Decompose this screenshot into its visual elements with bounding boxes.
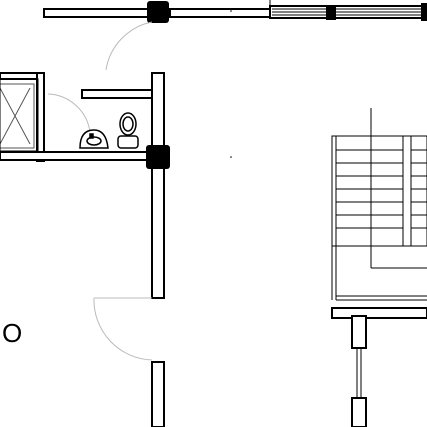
door-swing-top	[105, 21, 153, 71]
right-lower-wall	[331, 307, 427, 427]
column-top-right	[421, 3, 427, 21]
door-swing-main	[93, 297, 153, 361]
shower-tray	[0, 78, 39, 152]
room-label: O	[2, 318, 23, 348]
door-swing-bath	[47, 93, 91, 133]
column-top-left	[147, 1, 169, 23]
right-window	[356, 348, 362, 398]
column-top-mid	[326, 5, 336, 20]
grid-dot	[230, 156, 232, 158]
grid-dot	[230, 10, 232, 12]
top-window	[269, 0, 425, 16]
staircase	[331, 108, 427, 301]
toilet-icon	[117, 112, 139, 149]
central-wall	[151, 167, 165, 427]
sink-icon	[79, 129, 109, 149]
column-mid-left	[146, 145, 170, 169]
